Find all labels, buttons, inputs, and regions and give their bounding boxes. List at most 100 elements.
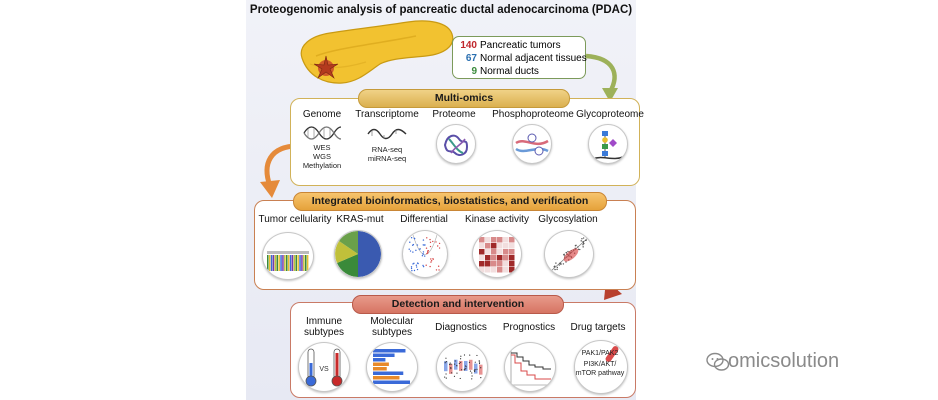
point [436, 245, 439, 247]
point [409, 250, 412, 252]
point [567, 250, 569, 253]
bar [284, 255, 286, 271]
point [575, 244, 577, 247]
point [476, 368, 478, 370]
point [454, 363, 456, 365]
detection-header: Detection and intervention [352, 295, 564, 314]
point [577, 248, 580, 251]
cell [485, 261, 491, 267]
drug-target-line: PI3K/AKT/ [583, 361, 617, 368]
omics-label-transcriptome: Transcriptome [355, 109, 419, 120]
cell [509, 249, 515, 255]
omics-label-proteome: Proteome [432, 109, 476, 120]
point [577, 246, 579, 248]
point [445, 361, 447, 363]
immune-subtypes-icon: VS [298, 342, 350, 392]
bar [274, 255, 277, 271]
bar [305, 255, 307, 271]
point [580, 240, 582, 242]
point [430, 260, 433, 262]
point [435, 241, 437, 243]
point [553, 266, 555, 268]
kinase-heatmap [472, 230, 522, 278]
box [454, 359, 458, 370]
point [458, 362, 460, 365]
cell [491, 243, 497, 249]
point [412, 251, 414, 253]
cell [509, 237, 515, 243]
point [565, 261, 567, 263]
cell [491, 267, 497, 273]
sample-count: 140 [460, 40, 477, 51]
differential-plot [402, 230, 448, 278]
point [445, 373, 447, 375]
bar [373, 362, 389, 366]
analysis-label-kinase: Kinase activity [465, 214, 529, 225]
cell [479, 237, 485, 243]
phosphoproteome-icon [512, 124, 552, 164]
cell [485, 243, 491, 249]
bar [373, 353, 395, 357]
cell [491, 261, 497, 267]
detection-label-diagnostics: Diagnostics [435, 322, 487, 333]
point [423, 255, 426, 257]
point [429, 238, 431, 241]
analysis-label-kras: KRAS-mut [336, 214, 384, 225]
genome-methods: WES WGS Methylation [302, 143, 342, 170]
bar [272, 255, 275, 271]
bar [295, 255, 297, 271]
point [463, 354, 466, 356]
detection-label-immune: Immune subtypes [303, 316, 345, 338]
point [435, 269, 438, 271]
cell [491, 237, 497, 243]
cell [479, 255, 485, 261]
point [453, 375, 456, 377]
omics-label-glycoproteome: Glycoproteome [576, 109, 644, 120]
drug-target-line: mTOR pathway [575, 370, 625, 377]
analysis-label-glycosylation: Glycosylation [538, 214, 598, 225]
point [471, 378, 473, 380]
point [432, 240, 434, 243]
point [469, 370, 472, 372]
point [560, 263, 562, 266]
point [438, 269, 440, 271]
rna-strand-icon [367, 128, 407, 140]
point [409, 241, 411, 243]
point [582, 246, 584, 248]
point [410, 237, 413, 239]
detection-label-prognostics: Prognostics [502, 322, 556, 333]
point [471, 375, 473, 377]
point [415, 249, 417, 252]
point [437, 265, 440, 267]
point [584, 239, 587, 242]
sample-label: Normal ducts [480, 66, 539, 77]
point [463, 369, 465, 371]
point [456, 364, 458, 367]
point [562, 263, 565, 265]
point [471, 372, 473, 374]
bar [267, 251, 309, 254]
box [459, 360, 463, 371]
point [456, 372, 458, 374]
bar [293, 255, 296, 271]
point [427, 252, 429, 254]
cell [491, 249, 497, 255]
cell [497, 249, 503, 255]
point [459, 377, 461, 380]
point [415, 264, 418, 266]
arrow-to-multiomics [585, 53, 618, 102]
cell [485, 237, 491, 243]
point [425, 264, 427, 266]
bar [303, 255, 305, 271]
point [430, 261, 432, 263]
point [465, 368, 467, 370]
bar [278, 255, 280, 271]
box [469, 359, 473, 370]
point [413, 269, 416, 272]
bar [373, 376, 400, 380]
cell [485, 255, 491, 261]
cell [485, 249, 491, 255]
point [418, 248, 421, 250]
